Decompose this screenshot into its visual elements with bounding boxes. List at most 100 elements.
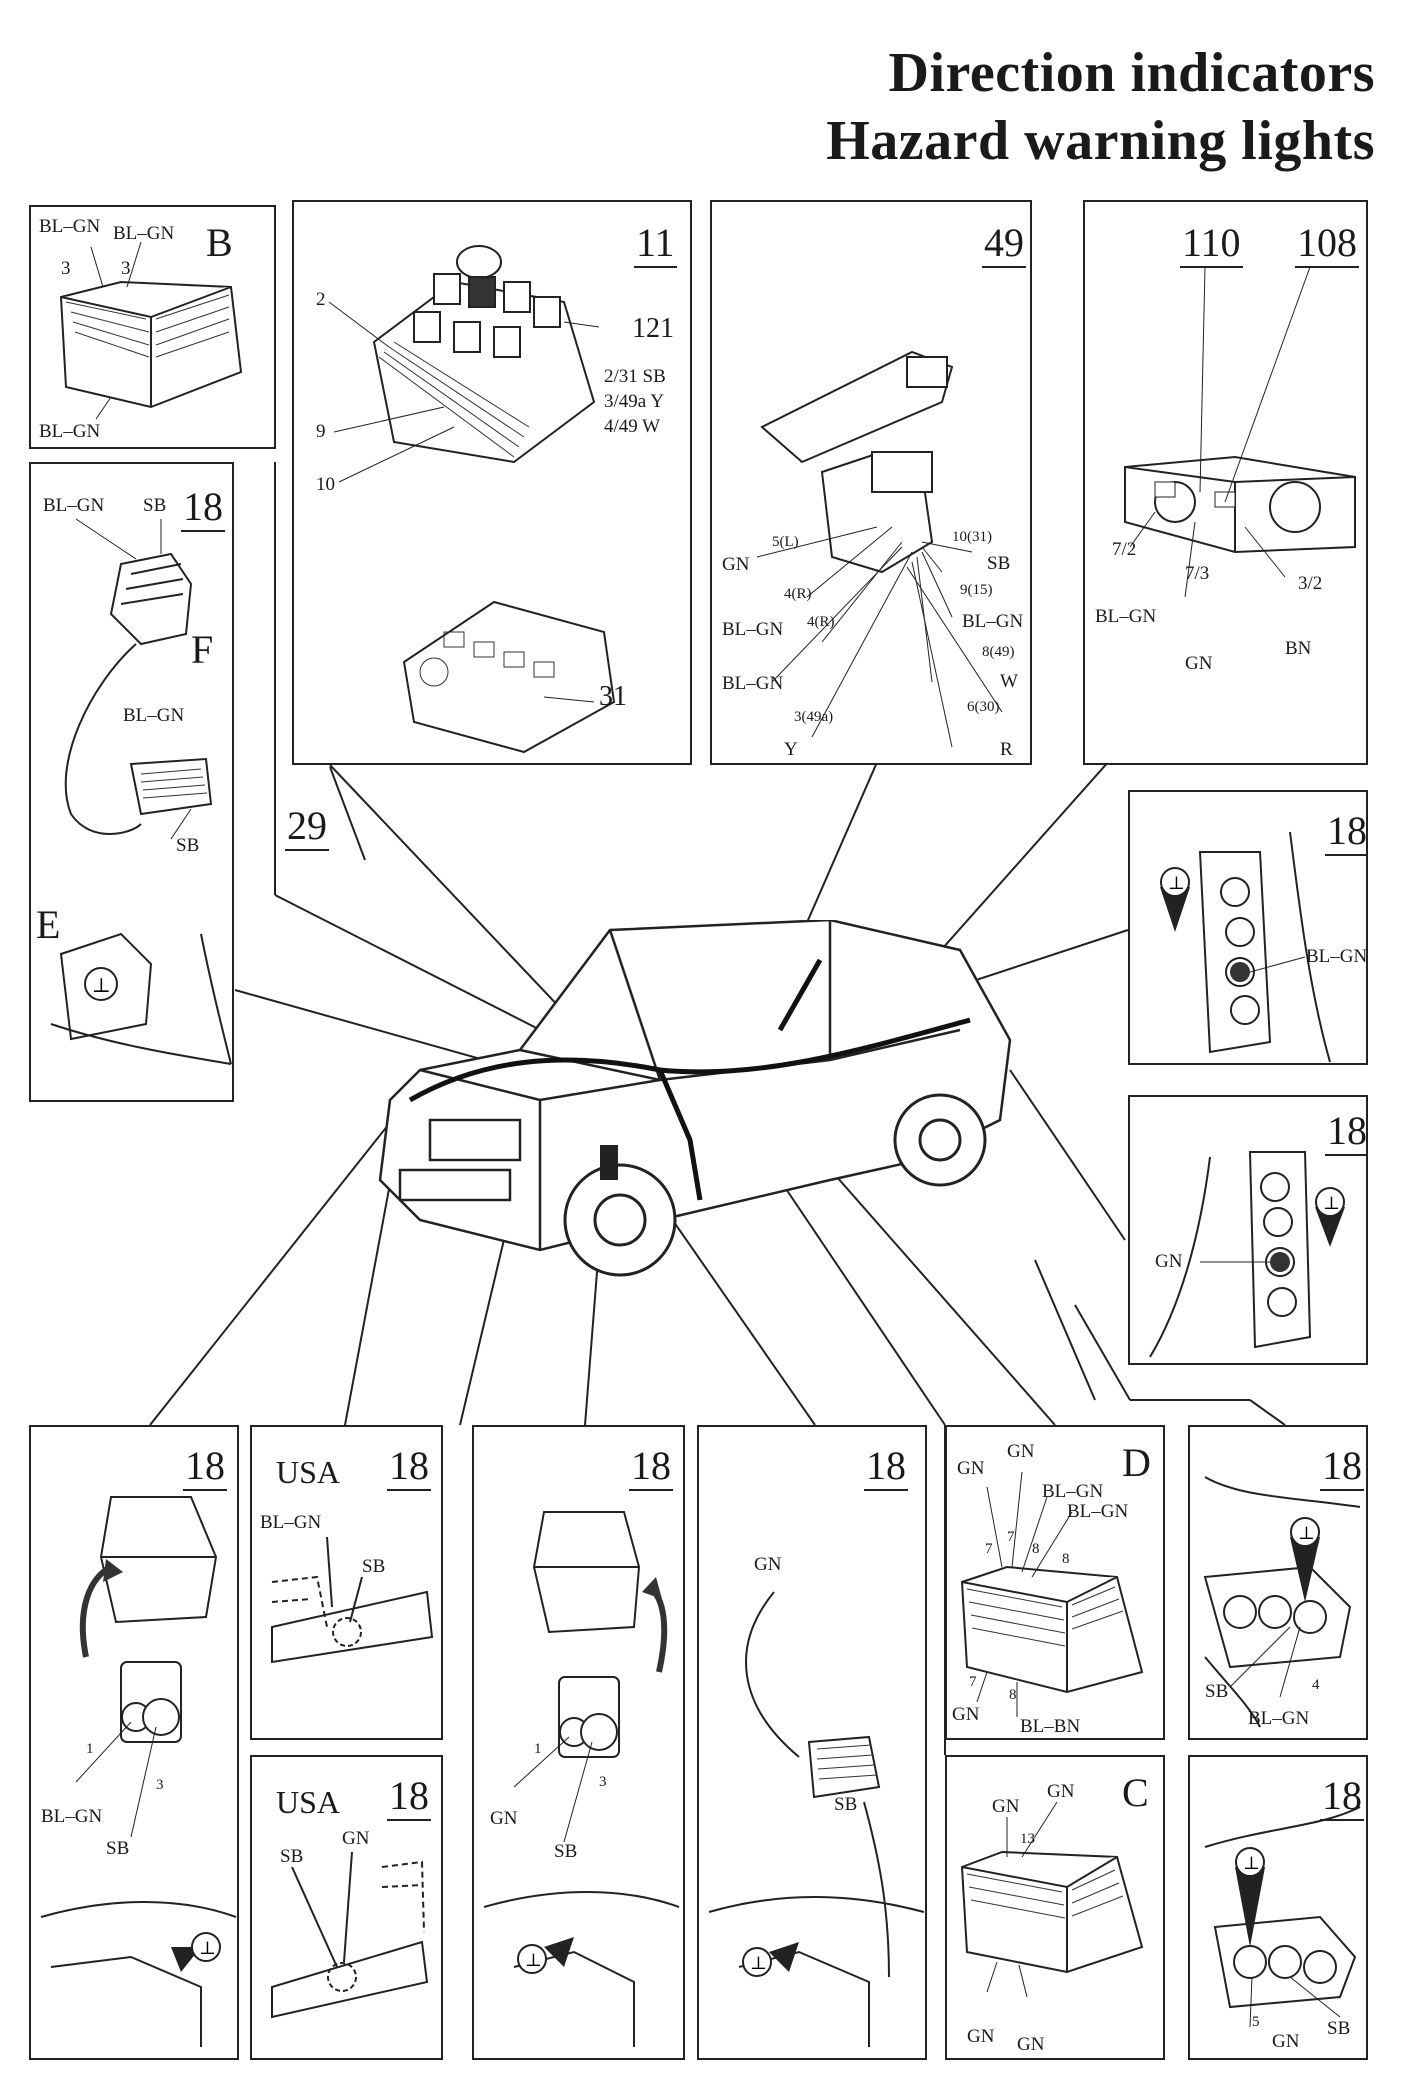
component-number-18: 18 (387, 1775, 431, 1821)
wire-label: BL–GN (123, 705, 185, 726)
title-line-2: Hazard warning lights (826, 110, 1375, 172)
component-number-18: 18 (1325, 1110, 1366, 1156)
wire-label: W (1000, 671, 1018, 692)
component-number-11: 11 (634, 222, 677, 268)
component-number-18: 18 (1325, 810, 1366, 856)
wire-label: BN (1285, 638, 1312, 659)
wire-label: SB (554, 1841, 578, 1862)
wire-label: BL–GN (1042, 1481, 1104, 1502)
pin-label: 8 (1009, 1687, 1017, 1703)
panel-usa-2: USA 18 SB GN (250, 1755, 443, 2060)
pin-wire-label: 3/49a Y (604, 391, 664, 412)
wire-label: SB (362, 1556, 386, 1577)
pin-label: 10(31) (952, 529, 992, 545)
wire-label: GN (490, 1808, 518, 1829)
wire-label: SB (1327, 2018, 1351, 2039)
svg-text:⊥: ⊥ (1243, 1853, 1260, 1874)
wire-label: SB (280, 1846, 304, 1867)
component-number-18: 18 (183, 1445, 227, 1491)
pin-label: 1 (534, 1741, 542, 1757)
wire-label: BL–BN (1020, 1716, 1081, 1737)
wire-label: SB (143, 495, 167, 516)
pin-wire-label: 4/49 W (604, 416, 661, 437)
region-label-usa: USA (276, 1784, 341, 1820)
component-number-18: 18 (181, 486, 225, 532)
svg-text:⊥: ⊥ (525, 1950, 542, 1971)
wire-label: BL–GN (1306, 946, 1368, 967)
panel-rear-lamp-connector-1: ⊥ 18 SB 4 BL–GN (1188, 1425, 1368, 1740)
component-number-18: 18 (1320, 1445, 1364, 1491)
rear-light-drawing: ⊥ (1149, 1151, 1345, 1358)
wire-label: GN (1155, 1251, 1183, 1272)
wire-label: SB (176, 835, 200, 856)
pin-label: 5(L) (772, 534, 799, 550)
connector-letter-e: E (36, 902, 61, 947)
pin-label: 4(R) (784, 586, 812, 602)
wire-label: GN (992, 1796, 1020, 1817)
connector-letter-c: C (1122, 1770, 1149, 1815)
svg-text:⊥: ⊥ (1298, 1523, 1315, 1544)
wire-label: BL–GN (722, 673, 784, 694)
pin-label: 1 (86, 1741, 94, 1757)
pin-wire-label: 2/31 SB (604, 366, 666, 387)
pin-label: 3/2 (1298, 573, 1323, 594)
wire-label: BL–GN (113, 223, 175, 244)
wire-label: GN (754, 1554, 782, 1575)
wire-label: BL–GN (722, 619, 784, 640)
wire-label: GN (1185, 653, 1213, 674)
wire-label: GN (1007, 1441, 1035, 1462)
component-number-110: 110 (1180, 222, 1243, 268)
wire-label: GN (1272, 2031, 1300, 2052)
pin-label: 4 (1312, 1677, 1320, 1693)
relay-box-drawing (328, 245, 616, 754)
wire-label: GN (342, 1828, 370, 1849)
connector-d-drawing (960, 1471, 1144, 1717)
sub-number-121: 121 (632, 313, 674, 344)
component-number-29: 29 (285, 805, 329, 851)
wire-label: BL–GN (1248, 1708, 1310, 1729)
wire-label: BL–GN (39, 421, 101, 442)
pin-label: 7/3 (1185, 563, 1210, 584)
panel-f-e: ⊥ 18 F E BL–GN SB BL–GN SB (29, 462, 234, 1102)
pin-label: 10 (316, 474, 335, 495)
connector-b-drawing (59, 241, 243, 420)
wire-label: Y (784, 739, 798, 760)
wire-label: BL–GN (41, 1806, 103, 1827)
connector-letter-f: F (191, 627, 214, 672)
connector-c-drawing (960, 1801, 1144, 1998)
usa-side-marker-drawing (271, 1851, 429, 2019)
panel-front-indicator-right: ⊥ 18 1 3 GN SB (472, 1425, 685, 2060)
car-illustration (378, 920, 1012, 1277)
component-number-18: 18 (629, 1445, 673, 1491)
wire-label: SB (987, 553, 1011, 574)
pin-label: 8 (1062, 1551, 1070, 1567)
pin-label: 3 (61, 258, 71, 279)
pin-label: 9 (316, 421, 326, 442)
wire-label: BL–GN (962, 611, 1024, 632)
pin-label: 7 (969, 1674, 977, 1690)
svg-text:⊥: ⊥ (92, 973, 111, 997)
pin-label: 7 (1007, 1529, 1015, 1545)
panel-110-108: 110 108 7/2 BL–GN 7/3 GN 3/2 BN (1083, 200, 1368, 765)
svg-text:⊥: ⊥ (199, 1938, 216, 1959)
panel-side-repeater: ⊥ 18 GN SB (697, 1425, 927, 2060)
wire-label: GN (952, 1704, 980, 1725)
panel-b: B BL–GN BL–GN 3 3 BL–GN (29, 205, 276, 449)
component-number-18: 18 (1320, 1775, 1364, 1821)
pin-label: 3(49a) (794, 709, 834, 725)
wire-label: BL–GN (260, 1512, 322, 1533)
ref-number-31: 31 (599, 681, 627, 712)
panel-rear-light-right-1: ⊥ 18 BL–GN (1128, 790, 1368, 1065)
wire-label: SB (106, 1838, 130, 1859)
pin-label: 3 (156, 1777, 164, 1793)
pin-label: 6(30) (967, 699, 1000, 715)
wire-label: R (1000, 739, 1013, 760)
usa-side-marker-drawing (271, 1536, 434, 1664)
panel-c: C GN GN 13 GN GN (945, 1755, 1165, 2060)
svg-text:⊥: ⊥ (1323, 1193, 1340, 1214)
wire-label: GN (967, 2026, 995, 2047)
pin-label: 4(R) (807, 614, 835, 630)
front-indicator-drawing: ⊥ (40, 1496, 237, 2047)
front-indicator-drawing: ⊥ (483, 1511, 680, 2047)
connector-letter-b: B (206, 220, 233, 265)
